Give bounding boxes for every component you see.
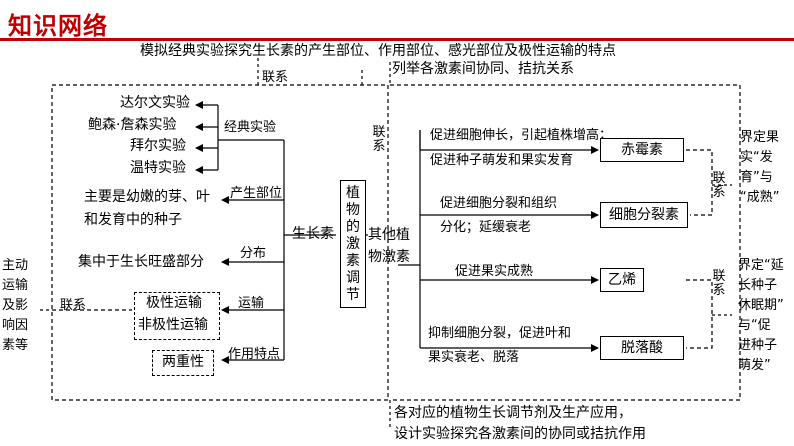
header-bar: 知识网络: [0, 0, 794, 41]
link-label-center: 联系: [372, 125, 386, 154]
label-distribution: 分布: [240, 246, 267, 261]
label-production-site: 产生部位: [230, 186, 283, 201]
dual-effect-box: [152, 350, 214, 376]
gibberellin-desc-2: 促进种子萌发和果实发育: [430, 153, 574, 168]
hormone-ethylene: 乙烯: [600, 268, 644, 292]
hormone-abscisic-acid: 脱落酸: [600, 336, 684, 360]
production-text-1: 主要是幼嫩的芽、叶: [84, 189, 210, 205]
note-fruit-development: 界定果 实“发 育”与 “成熟”: [740, 130, 780, 205]
experiment-darwin: 达尔文实验: [120, 95, 190, 111]
link-label-left: 联系: [60, 298, 87, 313]
center-title-char: 节: [346, 287, 360, 303]
gibberellin-desc-1: 促进细胞伸长，引起植株增高；: [430, 128, 613, 143]
transport-polar: 极性运输: [146, 295, 202, 311]
center-title-char: 激: [346, 236, 360, 252]
note-active-transport: 主动 运输 及影 响因 素等: [2, 258, 29, 353]
dual-effect: 两重性: [162, 354, 204, 370]
other-hormones-line2: 物激素: [368, 249, 410, 265]
center-title-char: 植: [346, 185, 360, 201]
center-title-char: 的: [346, 219, 360, 235]
page-title: 知识网络: [8, 12, 108, 40]
label-effect-feature: 作用特点: [228, 347, 281, 362]
transport-box: [134, 292, 220, 340]
label-classic-experiments: 经典实验: [224, 120, 277, 135]
center-title-char: 调: [346, 270, 360, 286]
distribution-text: 集中于生长旺盛部分: [78, 254, 204, 270]
hormone-gibberellin: 赤霉素: [600, 138, 684, 162]
auxin-label: 生长素: [292, 226, 334, 242]
note-seed-dormancy: 界定“延 长种子 休眠期” 与“促 进种子 萌发”: [738, 258, 784, 373]
experiment-boysen-jensen: 鲍森·詹森实验: [88, 117, 177, 133]
center-title-char: 素: [346, 253, 360, 269]
cytokinin-desc-2: 分化；延缓衰老: [440, 220, 532, 235]
experiment-went: 温特实验: [130, 160, 186, 176]
cytokinin-desc-1: 促进细胞分裂和组织: [440, 196, 558, 211]
center-title-char: 物: [346, 202, 360, 218]
experiment-paal: 拜尔实验: [130, 138, 186, 154]
ethylene-desc: 促进果实成熟: [455, 264, 534, 279]
note-bottom-experiments: 设计实验探究各激素间的协同或拮抗作用: [394, 426, 646, 442]
production-text-2: 和发育中的种子: [84, 212, 182, 228]
abscisic-desc-1: 抑制细胞分裂，促进叶和: [428, 326, 572, 341]
header-divider: [0, 38, 794, 41]
abscisic-desc-2: 果实衰老、脱落: [428, 350, 520, 365]
transport-nonpolar: 非极性运输: [138, 317, 208, 333]
note-bottom-regulators: 各对应的植物生长调节剂及生产应用，: [394, 405, 632, 421]
other-hormones-line1: 其他植: [368, 227, 410, 243]
label-transport: 运输: [238, 296, 265, 311]
link-label-right-b: 联系: [712, 269, 726, 298]
note-top-relations: 列举各激素间协同、拮抗关系: [392, 61, 574, 77]
link-label-top: 联系: [262, 70, 289, 85]
note-top-experiments: 模拟经典实验探究生长素的产生部位、作用部位、感光部位及极性运输的特点: [140, 43, 616, 59]
link-label-right-a: 联系: [712, 171, 726, 200]
hormone-cytokinin: 细胞分裂素: [600, 202, 688, 228]
center-title-box: 植 物 的 激 素 调 节: [340, 180, 366, 308]
